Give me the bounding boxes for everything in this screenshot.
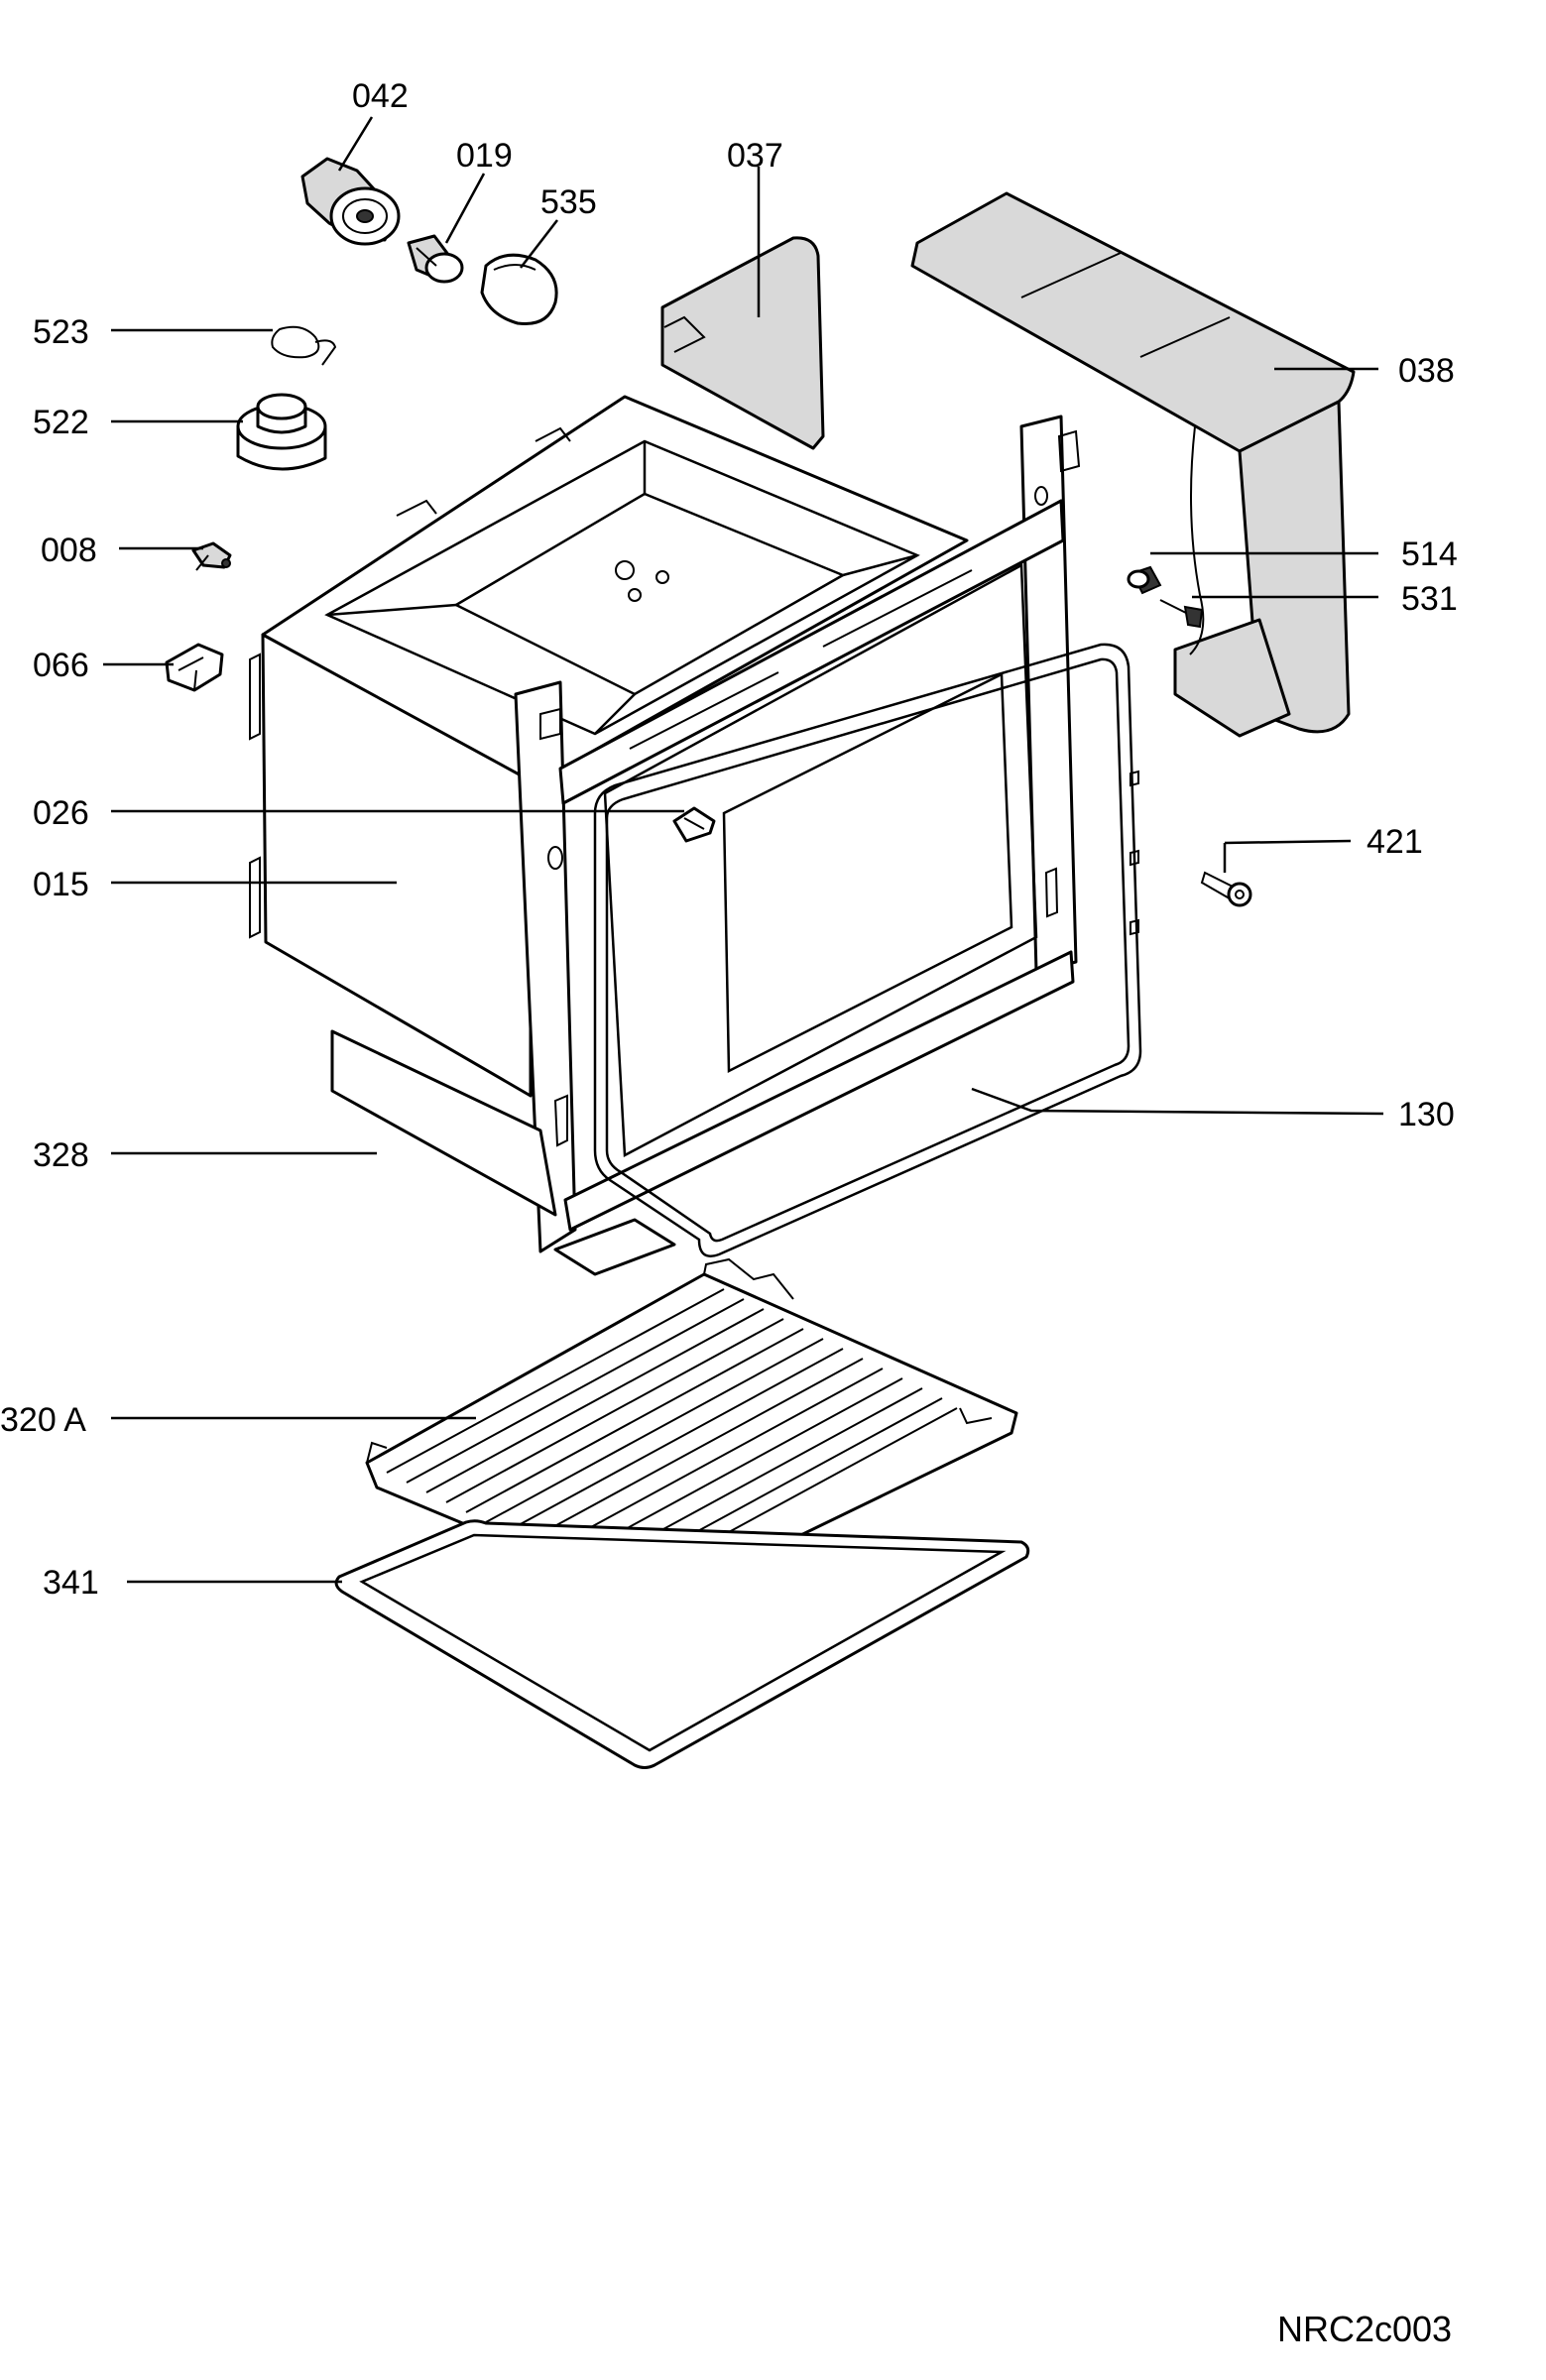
callout-labels: 042 019 535 037 038 523 522 008 066 514 … — [0, 77, 1458, 1602]
leader-130 — [971, 1087, 1384, 1116]
label-019: 019 — [456, 137, 513, 175]
leader-421 — [1224, 839, 1352, 845]
label-042: 042 — [352, 77, 409, 115]
part-531-screw — [1159, 599, 1204, 629]
leader-019 — [444, 173, 486, 244]
leader-535 — [520, 219, 558, 269]
part-026-clip — [672, 806, 716, 843]
part-341-tray-frame — [334, 1519, 1030, 1769]
label-015: 015 — [33, 866, 89, 903]
label-514: 514 — [1401, 536, 1458, 573]
part-130-door-seal — [593, 643, 1142, 1257]
part-037-panel — [660, 236, 825, 450]
label-421: 421 — [1367, 823, 1423, 861]
drawing-code: NRC2c003 — [1277, 2309, 1453, 2349]
part-015-cavity-interior — [603, 562, 1038, 1158]
part-066-terminal-block — [165, 643, 224, 692]
part-514-bushing — [1127, 565, 1162, 595]
label-037: 037 — [727, 137, 783, 175]
label-008: 008 — [41, 532, 97, 569]
part-038-insulation — [910, 191, 1356, 738]
label-328: 328 — [33, 1136, 89, 1174]
label-066: 066 — [33, 647, 89, 684]
part-421-screw — [1200, 871, 1252, 907]
part-522-knob — [236, 393, 327, 471]
label-320A: 320 A — [0, 1401, 86, 1439]
label-535: 535 — [540, 183, 597, 221]
label-038: 038 — [1398, 352, 1455, 390]
label-523: 523 — [33, 313, 89, 351]
leader-042 — [337, 116, 374, 172]
label-341: 341 — [43, 1564, 99, 1602]
leader-lines — [103, 116, 1384, 1584]
label-130: 130 — [1398, 1096, 1455, 1133]
label-026: 026 — [33, 794, 89, 832]
label-522: 522 — [33, 404, 89, 441]
part-042-lamp-holder — [300, 157, 401, 246]
part-015-oven-cavity — [249, 395, 1081, 1276]
part-019-lamp-bulb — [407, 234, 464, 284]
part-535-lamp-cover — [480, 253, 558, 326]
part-523-clip — [271, 325, 337, 366]
label-531: 531 — [1401, 580, 1458, 618]
